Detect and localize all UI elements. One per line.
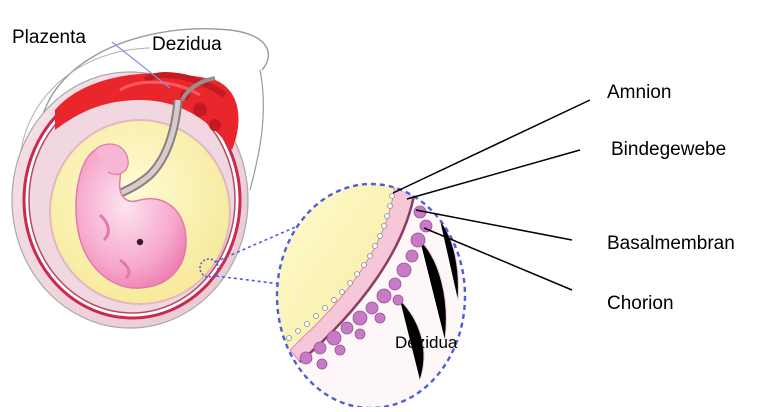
amnion-pointer [393,100,590,193]
dezidua-top-label: Dezidua [152,35,222,54]
plazenta-label: Plazenta [12,28,86,47]
membrane-inset [270,180,480,407]
basalmembran-label: Basalmembran [607,234,735,253]
bindegewebe-label: Bindegewebe [611,140,726,159]
chorion-label: Chorion [607,294,674,313]
amnion-label: Amnion [607,83,671,102]
dezidua-inset-label: Dezidua [395,334,457,351]
